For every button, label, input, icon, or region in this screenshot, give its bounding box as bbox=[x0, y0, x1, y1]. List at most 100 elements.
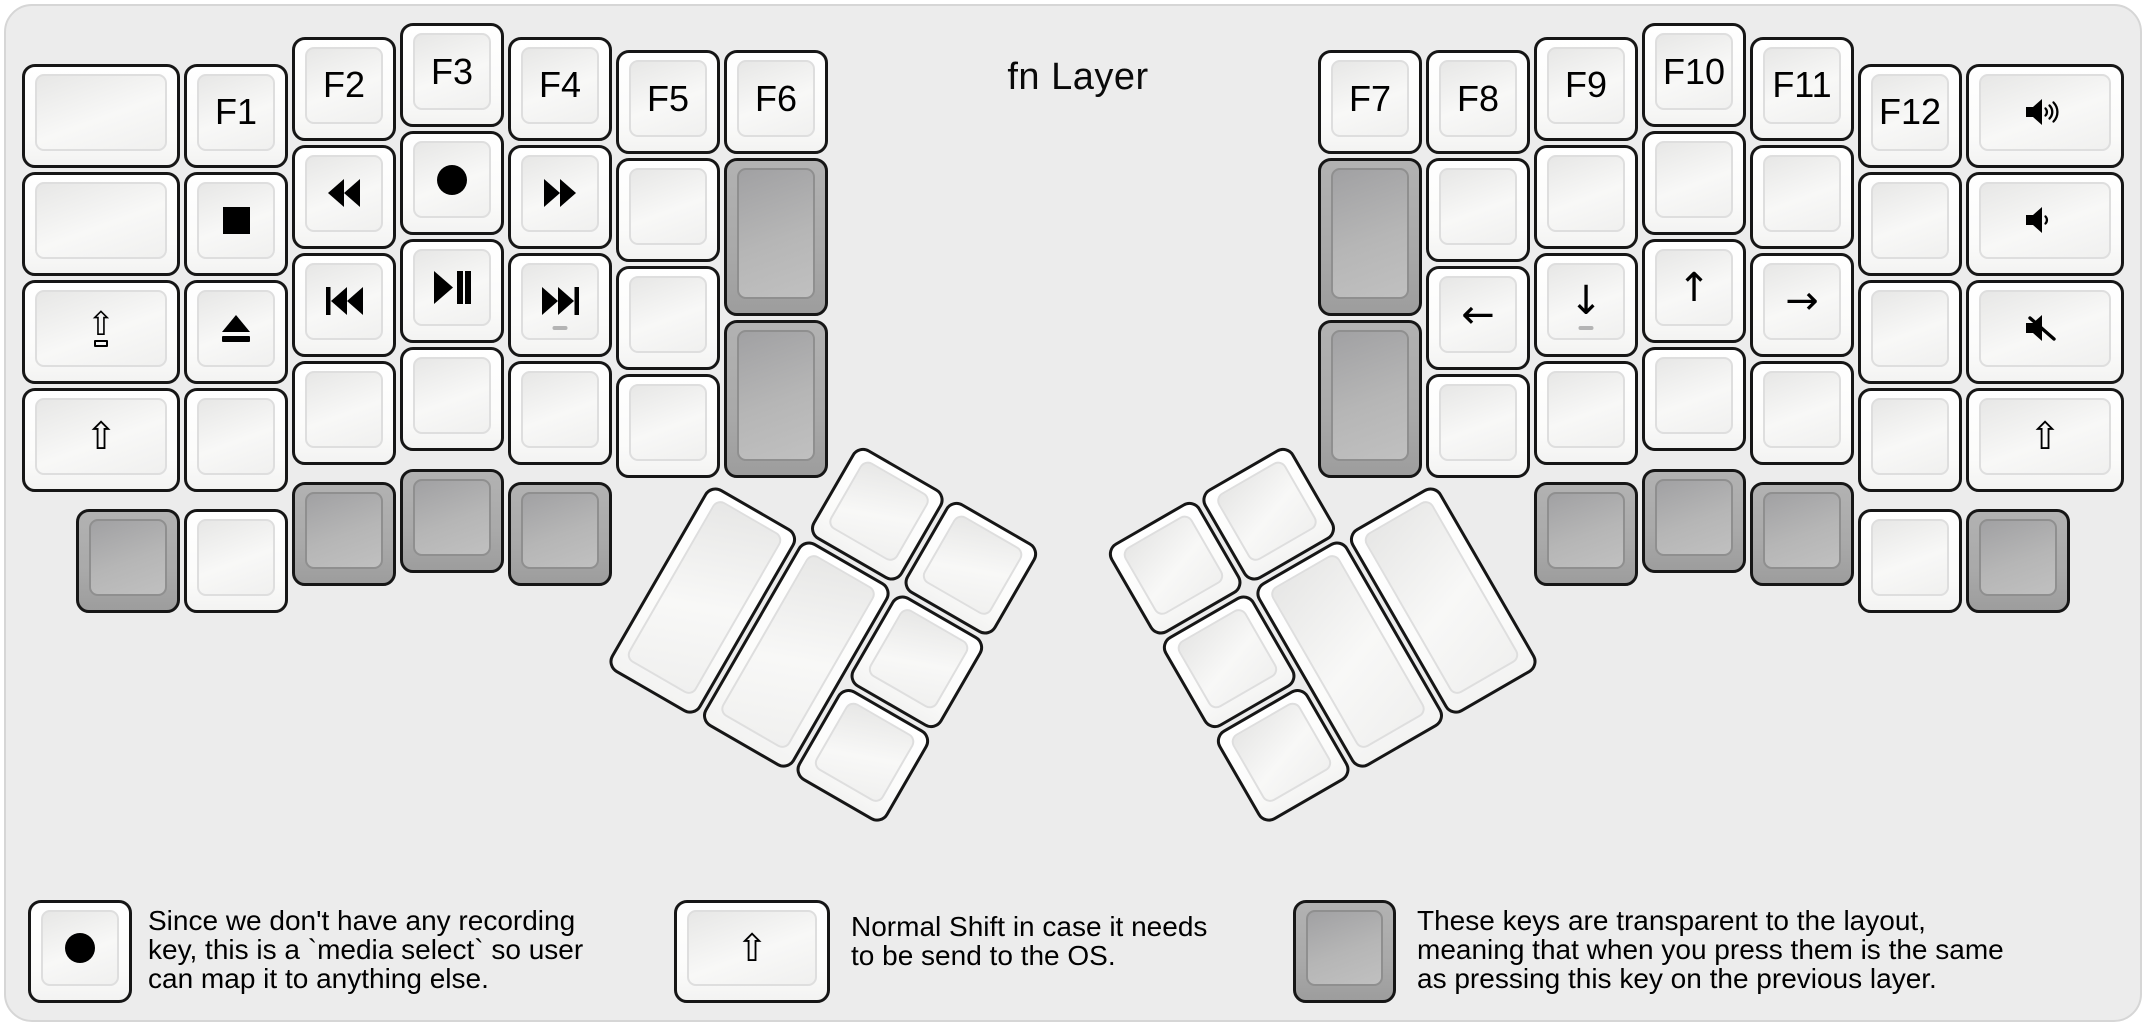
key-right-r4-i3[interactable] bbox=[1642, 347, 1746, 451]
key-left-r4-c1-cap bbox=[197, 397, 275, 475]
key-right-r4-i2[interactable] bbox=[1534, 360, 1638, 465]
key-right-r2-i2[interactable] bbox=[1534, 144, 1638, 249]
key-arrow-down[interactable]: ↓ bbox=[1534, 252, 1638, 357]
key-caps-lock[interactable]: ⇧ bbox=[22, 279, 180, 384]
key-left-r5-k2[interactable] bbox=[184, 509, 288, 613]
key-right-r2-i1[interactable] bbox=[1426, 158, 1530, 262]
key-mute[interactable] bbox=[1966, 279, 2124, 384]
key-right-r2-i4-cap bbox=[1763, 154, 1841, 232]
key-right-r4-i1-cap bbox=[1439, 384, 1517, 461]
key-left-r4-c3-cap bbox=[413, 357, 491, 434]
key-left-r5-k1[interactable] bbox=[76, 509, 180, 613]
fast-forward-icon bbox=[544, 179, 576, 207]
key-right-r4-i4[interactable] bbox=[1750, 360, 1854, 465]
key-f12[interactable]: F12 bbox=[1858, 63, 1962, 168]
key-f3[interactable]: F3 bbox=[400, 23, 504, 127]
key-prev-track[interactable] bbox=[292, 252, 396, 357]
key-right-r2-i5-cap bbox=[1871, 181, 1949, 259]
key-right-r5-k3[interactable] bbox=[1750, 482, 1854, 586]
key-left-r3-c5[interactable] bbox=[616, 266, 720, 370]
key-f2-cap: F2 bbox=[305, 46, 383, 124]
key-f8[interactable]: F8 bbox=[1426, 50, 1530, 154]
key-left-r5-k5[interactable] bbox=[508, 482, 612, 586]
key-f1-label: F1 bbox=[214, 91, 257, 132]
key-left-transparent-tall-2[interactable] bbox=[724, 320, 828, 478]
key-f6[interactable]: F6 bbox=[724, 50, 828, 154]
key-arrow-right[interactable]: → bbox=[1750, 252, 1854, 357]
key-shift-right[interactable]: ⇧ bbox=[1966, 387, 2124, 492]
key-right-transparent-tall-2[interactable] bbox=[1318, 320, 1422, 478]
key-next-track[interactable] bbox=[508, 252, 612, 357]
key-left-r1-outer-cap bbox=[35, 73, 167, 151]
key-f2[interactable]: F2 bbox=[292, 36, 396, 141]
key-fast-forward-cap bbox=[521, 154, 599, 232]
key-left-r1-outer[interactable] bbox=[22, 63, 180, 168]
key-volume-up[interactable] bbox=[1966, 63, 2124, 168]
key-left-r2-c5[interactable] bbox=[616, 158, 720, 262]
key-volume-down[interactable] bbox=[1966, 171, 2124, 276]
key-rewind[interactable] bbox=[292, 144, 396, 249]
key-right-r4-i5[interactable] bbox=[1858, 387, 1962, 492]
key-left-r4-c4-cap bbox=[521, 370, 599, 448]
key-caps-lock-cap: ⇧ bbox=[35, 289, 167, 367]
key-left-r4-c3[interactable] bbox=[400, 347, 504, 451]
key-left-r5-k4[interactable] bbox=[400, 468, 504, 573]
key-right-r2-i4[interactable] bbox=[1750, 144, 1854, 249]
key-f4[interactable]: F4 bbox=[508, 36, 612, 141]
key-f1[interactable]: F1 bbox=[184, 63, 288, 168]
key-left-r4-c2[interactable] bbox=[292, 360, 396, 465]
key-right-r3-i5[interactable] bbox=[1858, 279, 1962, 384]
key-left-r5-k3[interactable] bbox=[292, 482, 396, 586]
key-right-r4-i4-cap bbox=[1763, 370, 1841, 448]
key-next-track-cap bbox=[521, 262, 599, 340]
eject-icon bbox=[222, 314, 250, 342]
key-shift-left[interactable]: ⇧ bbox=[22, 387, 180, 492]
key-record[interactable] bbox=[400, 131, 504, 235]
legend-note-line: meaning that when you press them is the … bbox=[1417, 934, 2004, 965]
key-mute-cap bbox=[1979, 289, 2111, 367]
key-fast-forward[interactable] bbox=[508, 144, 612, 249]
key-f10-label: F10 bbox=[1662, 50, 1726, 92]
legend-key-media-select[interactable] bbox=[28, 900, 132, 1003]
key-stop[interactable] bbox=[184, 171, 288, 276]
key-f7[interactable]: F7 bbox=[1318, 50, 1422, 154]
key-left-r2-outer[interactable] bbox=[22, 171, 180, 276]
key-arrow-left[interactable]: ← bbox=[1426, 266, 1530, 370]
key-right-r5-k1[interactable] bbox=[1534, 482, 1638, 586]
legend-key-shift[interactable]: ⇧ bbox=[674, 900, 830, 1003]
key-right-r2-i3-cap bbox=[1655, 141, 1733, 218]
key-play-pause[interactable] bbox=[400, 239, 504, 343]
key-f11-label: F11 bbox=[1772, 64, 1832, 105]
key-right-r2-i3[interactable] bbox=[1642, 131, 1746, 235]
down-arrow-icon: ↓ bbox=[1569, 278, 1603, 324]
key-eject-cap bbox=[197, 289, 275, 367]
key-right-transparent-tall-1[interactable] bbox=[1318, 158, 1422, 316]
key-right-r2-i5[interactable] bbox=[1858, 171, 1962, 276]
key-right-r5-k4[interactable] bbox=[1858, 509, 1962, 613]
key-arrow-right-cap: → bbox=[1763, 262, 1841, 340]
key-left-transparent-tall-1-cap bbox=[737, 168, 815, 299]
key-volume-up-cap bbox=[1979, 73, 2111, 151]
key-left-r4-c5[interactable] bbox=[616, 374, 720, 478]
key-left-r4-c1[interactable] bbox=[184, 387, 288, 492]
key-eject[interactable] bbox=[184, 279, 288, 384]
legend-key-transparent[interactable] bbox=[1293, 900, 1396, 1003]
key-f9[interactable]: F9 bbox=[1534, 36, 1638, 141]
key-f5[interactable]: F5 bbox=[616, 50, 720, 154]
key-left-r4-c4[interactable] bbox=[508, 360, 612, 465]
key-right-r4-i1[interactable] bbox=[1426, 374, 1530, 478]
key-arrow-up[interactable]: ↑ bbox=[1642, 239, 1746, 343]
key-right-r5-k5[interactable] bbox=[1966, 509, 2070, 613]
left-arrow-icon: ← bbox=[1461, 291, 1495, 338]
key-right-r5-k1-cap bbox=[1547, 492, 1625, 569]
key-left-transparent-tall-1[interactable] bbox=[724, 158, 828, 316]
stop-icon bbox=[222, 206, 250, 234]
key-f10[interactable]: F10 bbox=[1642, 23, 1746, 127]
key-right-r5-k2[interactable] bbox=[1642, 468, 1746, 573]
legend-key-transparent-cap bbox=[1306, 910, 1383, 986]
legend-note-line: Normal Shift in case it needs bbox=[851, 911, 1208, 942]
key-f11[interactable]: F11 bbox=[1750, 36, 1854, 141]
